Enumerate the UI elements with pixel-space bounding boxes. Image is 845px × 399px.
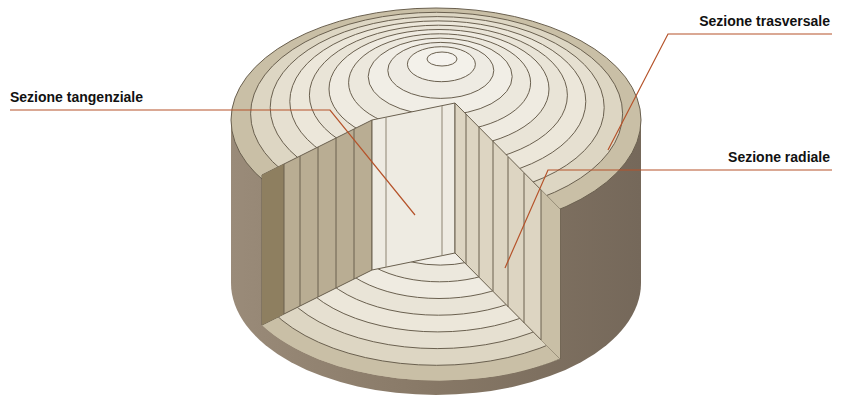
tangential-face: [372, 103, 455, 270]
radial-face: [455, 103, 560, 359]
leader-line: [608, 34, 832, 150]
bark-strip: [262, 164, 284, 325]
tangential-face-grain: [386, 106, 442, 267]
radial-face-grain: [466, 114, 541, 340]
left-cut-face: [262, 120, 372, 325]
section-label: Sezione tangenziale: [10, 89, 143, 105]
section-label: Sezione trasversale: [699, 13, 830, 29]
left-face-grain: [284, 129, 354, 314]
radial-bark-band: [541, 190, 560, 359]
leader-line: [10, 110, 415, 215]
section-label: Sezione radiale: [728, 149, 830, 165]
leader-lines: [10, 34, 832, 268]
leader-line: [505, 170, 832, 268]
